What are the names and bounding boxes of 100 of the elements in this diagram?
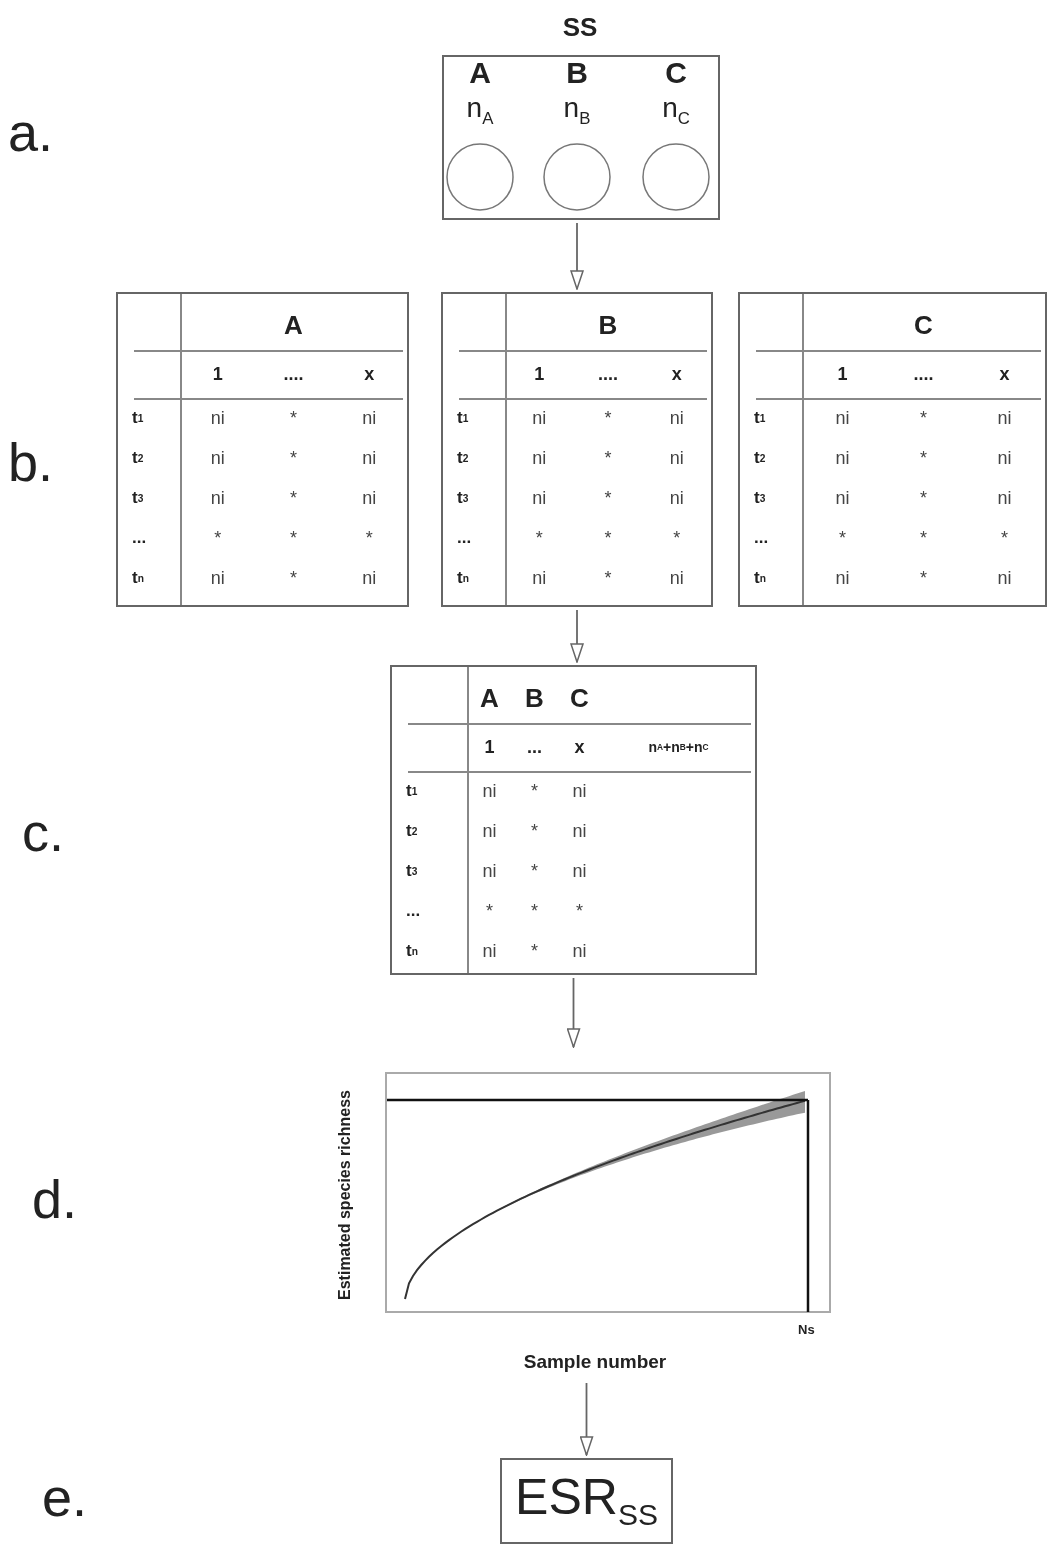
column-heading: 1	[211, 362, 224, 386]
sample-letter: A	[469, 58, 491, 88]
table-heading: C	[569, 681, 590, 715]
table-heading: C	[913, 308, 934, 342]
table-value: *	[289, 486, 298, 510]
table-value: ni	[481, 779, 498, 803]
table-heading: B	[597, 308, 619, 342]
axis-title: Estimated species richness	[336, 1089, 354, 1302]
site-label: SS	[562, 12, 598, 43]
table-value: *	[919, 566, 928, 590]
arrow	[566, 977, 581, 1048]
table-value: *	[838, 526, 847, 550]
arrow	[570, 222, 584, 290]
sample-letter: B	[566, 58, 588, 88]
table-value: *	[603, 446, 613, 470]
column-heading: 1	[533, 362, 546, 386]
result-label: ESR$_{SS}$	[515, 1472, 658, 1530]
table-value: *	[485, 899, 494, 923]
panel-letter: a.	[8, 105, 54, 159]
table-value: ni	[834, 566, 851, 590]
table-value: *	[289, 406, 298, 430]
table-value: *	[603, 406, 613, 430]
table-value: *	[530, 939, 539, 963]
row-label: ...	[456, 527, 473, 549]
panel-letter: e.	[42, 1470, 88, 1524]
table-value: ni	[209, 446, 226, 470]
table-value: *	[530, 779, 539, 803]
panel-letter: c.	[22, 805, 64, 859]
table-value: *	[603, 566, 613, 590]
column-heading: ....	[282, 362, 305, 386]
column-heading: ....	[597, 362, 619, 386]
table-heading: A	[283, 308, 304, 342]
table-value: *	[289, 566, 298, 590]
table-value: ni	[668, 446, 685, 470]
table-value: ni	[996, 566, 1013, 590]
tick-label: Ns	[798, 1322, 815, 1337]
result-box	[500, 1458, 673, 1544]
column-heading: x	[363, 362, 376, 386]
data-table	[441, 292, 713, 607]
column-heading: ...	[526, 735, 543, 759]
table-value: ni	[571, 939, 588, 963]
table-value: ni	[481, 939, 498, 963]
table-value: ni	[361, 566, 378, 590]
panel-letter: d.	[32, 1172, 78, 1226]
table-value: ni	[996, 406, 1013, 430]
table-value: ni	[571, 819, 588, 843]
table-value: ni	[834, 446, 851, 470]
table-value: ni	[481, 819, 498, 843]
table-value: *	[575, 899, 584, 923]
table-value: ni	[361, 486, 378, 510]
table-value: *	[919, 526, 928, 550]
table-value: ni	[996, 486, 1013, 510]
table-value: ni	[209, 486, 226, 510]
column-heading: 1	[836, 362, 849, 386]
sample-count: n$_{B}$	[563, 92, 591, 130]
column-heading: x	[670, 362, 683, 386]
table-value: ni	[996, 446, 1013, 470]
table-value: ni	[668, 566, 685, 590]
table-value: *	[289, 446, 298, 470]
sample-count: n$_{C}$	[662, 92, 690, 130]
table-value: *	[530, 899, 539, 923]
data-table	[738, 292, 1047, 607]
table-value: *	[364, 526, 374, 550]
table-value: *	[534, 526, 544, 550]
table-heading: A	[479, 681, 500, 715]
table-value: ni	[361, 446, 378, 470]
row-label: ...	[753, 527, 770, 549]
sample-letter: C	[665, 58, 687, 88]
data-table	[116, 292, 409, 607]
table-value: *	[530, 819, 539, 843]
table-value: ni	[834, 486, 851, 510]
table-value: *	[919, 406, 928, 430]
table-value: *	[672, 526, 682, 550]
column-heading: 1	[483, 735, 496, 759]
table-value: ni	[361, 406, 378, 430]
table-value: ni	[531, 486, 548, 510]
table-value: ni	[531, 446, 548, 470]
table-value: ni	[668, 486, 685, 510]
column-heading: ....	[912, 362, 935, 386]
panel-letter: b.	[8, 435, 54, 489]
row-label: ...	[131, 527, 148, 549]
table-value: *	[603, 526, 613, 550]
axis-title: Sample number	[523, 1351, 667, 1373]
table-value: ni	[481, 859, 498, 883]
table-value: *	[530, 859, 539, 883]
table-value: ni	[668, 406, 685, 430]
sample-count: n$_{A}$	[466, 92, 494, 130]
table-value: ni	[209, 566, 226, 590]
table-value: ni	[571, 779, 588, 803]
table-value: *	[213, 526, 223, 550]
table-value: *	[603, 486, 613, 510]
table-value: ni	[531, 566, 548, 590]
arrow	[579, 1382, 594, 1456]
table-value: ni	[209, 406, 226, 430]
table-value: *	[919, 486, 928, 510]
table-value: *	[1000, 526, 1009, 550]
column-heading: x	[998, 362, 1011, 386]
column-heading: x	[573, 735, 586, 759]
data-table	[390, 665, 757, 975]
table-value: *	[919, 446, 928, 470]
